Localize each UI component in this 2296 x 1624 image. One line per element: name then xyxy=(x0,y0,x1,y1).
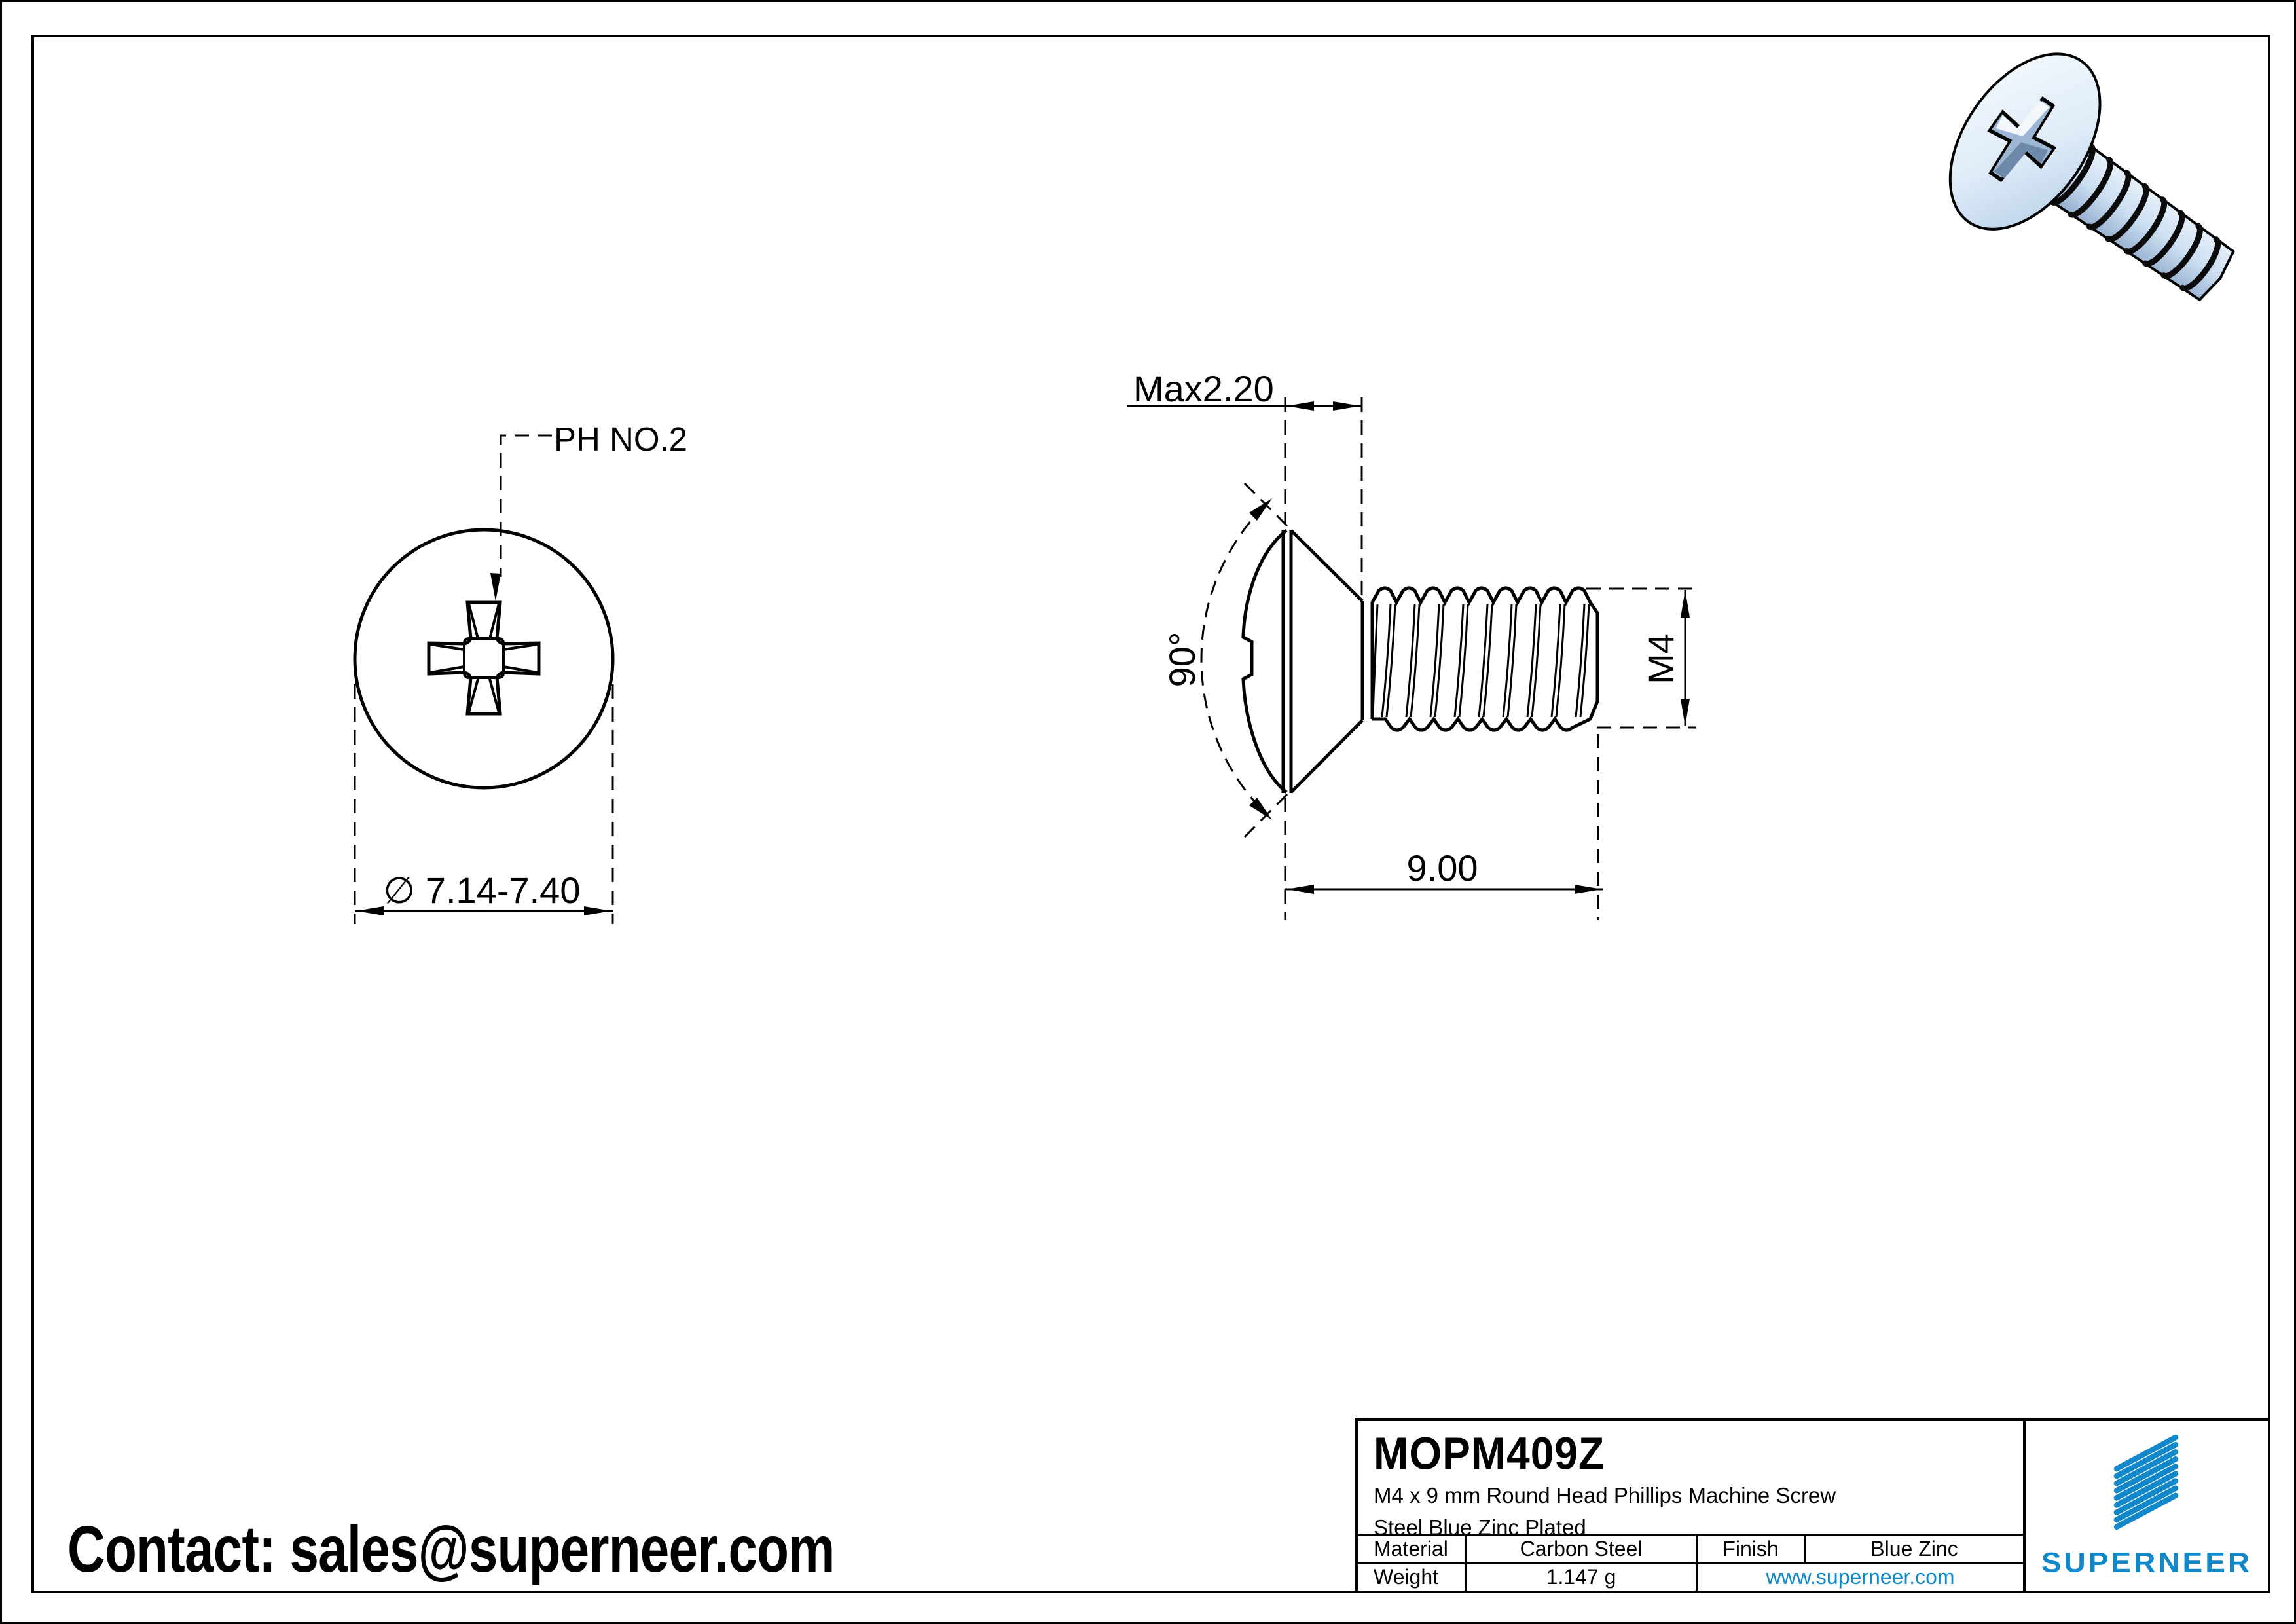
dim-arrow xyxy=(1575,885,1602,894)
material-label: Material xyxy=(1374,1536,1448,1560)
website-link[interactable]: www.superneer.com xyxy=(1696,1564,2023,1591)
drawing-frame-border xyxy=(31,35,2270,1593)
thread-size-label: M4 xyxy=(1640,633,1681,684)
head-outline-circle xyxy=(353,528,615,790)
part-description-cell: MOPM409Z M4 x 9 mm Round Head Phillips M… xyxy=(1358,1421,2023,1540)
side-view-screw xyxy=(1241,529,1599,794)
dim-arrow xyxy=(1286,885,1314,894)
phillips-recess-outline xyxy=(427,600,541,716)
recess-leader-line xyxy=(500,434,552,577)
head-height-dimension xyxy=(1127,397,1363,597)
screw-3d-render xyxy=(1948,52,2235,302)
brand-wordmark: SUPERNEER xyxy=(2041,1547,2253,1578)
dim-arrow xyxy=(1333,401,1360,411)
dim-arrow xyxy=(584,906,611,915)
countersink-angle-dimension xyxy=(1200,477,1288,843)
length-label: 9.00 xyxy=(1407,847,1478,889)
phillips-recess-walls xyxy=(429,603,538,713)
recess-leader-arrow xyxy=(490,573,501,601)
weight-row: Weight 1.147 g www.superneer.com xyxy=(1358,1562,2023,1591)
part-description-line1: M4 x 9 mm Round Head Phillips Machine Sc… xyxy=(1374,1483,1836,1508)
finish-value: Blue Zinc xyxy=(1804,1536,2023,1562)
part-number: MOPM409Z xyxy=(1374,1428,1605,1479)
thread-helix-lines xyxy=(1372,604,1590,718)
angle-arrow xyxy=(1249,498,1272,521)
material-finish-row: Material Carbon Steel Finish Blue Zinc xyxy=(1358,1534,2023,1562)
brand-cell: SUPERNEER xyxy=(2026,1421,2268,1591)
part-description-line2: Steel Blue Zinc Plated xyxy=(1374,1515,1586,1540)
dim-arrow xyxy=(1286,401,1314,411)
dim-arrow xyxy=(1681,590,1690,618)
phillips-recess-3d xyxy=(1987,96,2057,183)
angle-label: 90° xyxy=(1161,632,1203,688)
diameter-dimension xyxy=(354,684,614,924)
material-value: Carbon Steel xyxy=(1465,1536,1696,1562)
recess-size-label: PH NO.2 xyxy=(554,420,687,458)
title-block: MOPM409Z M4 x 9 mm Round Head Phillips M… xyxy=(1355,1418,2270,1593)
superneer-logo-icon xyxy=(2113,1434,2179,1530)
diameter-label: ∅ 7.14-7.40 xyxy=(384,870,581,911)
weight-value: 1.147 g xyxy=(1465,1564,1696,1591)
finish-label: Finish xyxy=(1696,1536,1804,1562)
title-block-info: MOPM409Z M4 x 9 mm Round Head Phillips M… xyxy=(1358,1421,2026,1591)
top-view-head xyxy=(353,528,615,790)
head-height-label: Max2.20 xyxy=(1133,368,1274,409)
dim-arrow xyxy=(1681,699,1690,726)
dim-arrow xyxy=(356,906,384,915)
weight-label: Weight xyxy=(1374,1565,1439,1589)
contact-email: Contact: sales@superneer.com xyxy=(67,1513,835,1586)
angle-arrow xyxy=(1249,798,1272,820)
length-dimension xyxy=(1284,734,1603,920)
thread-profile xyxy=(1370,586,1599,732)
